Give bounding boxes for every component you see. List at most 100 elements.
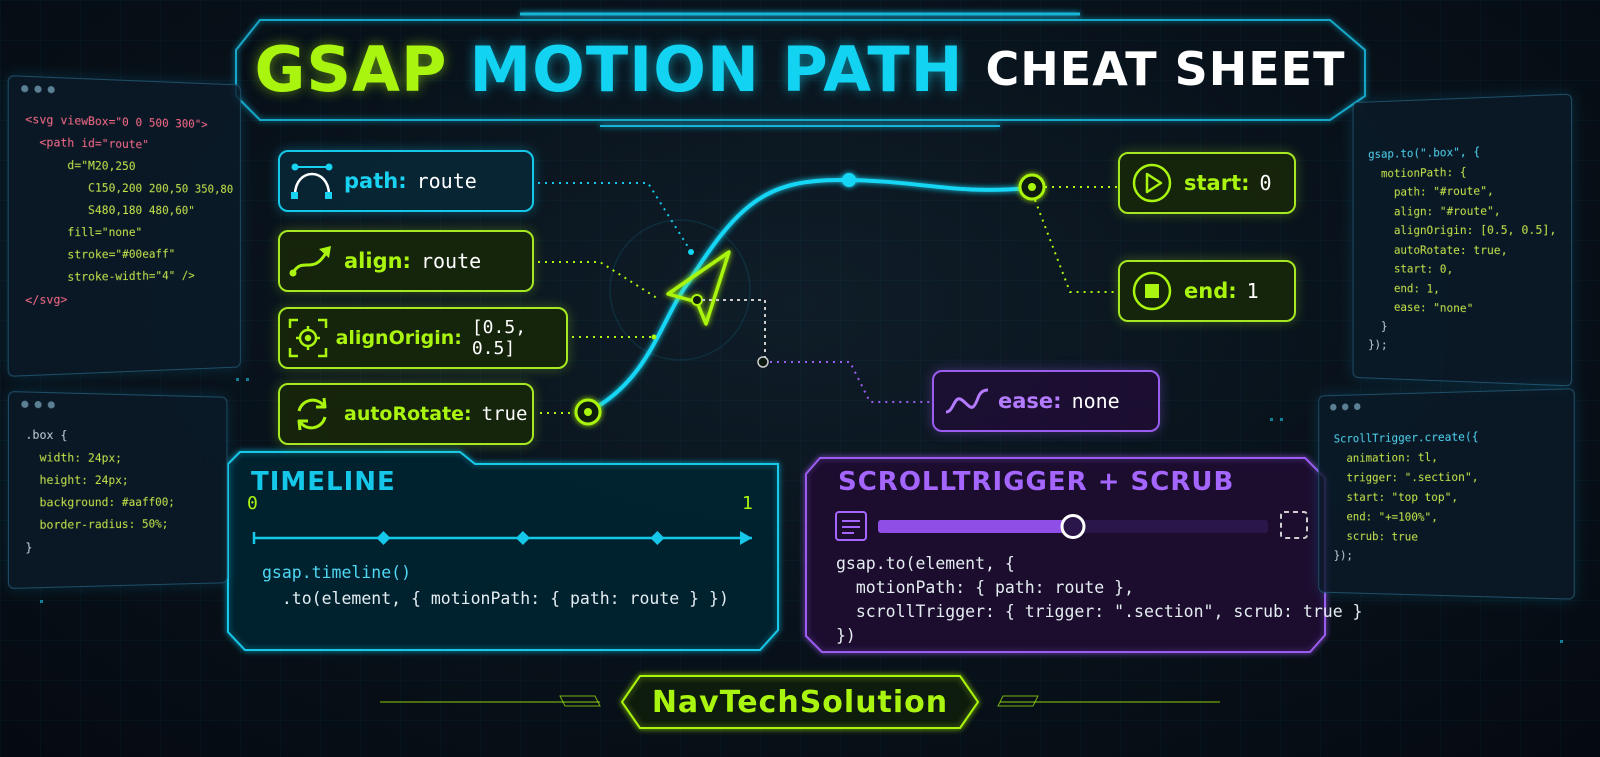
code-line: C150,200 200,50 350,80 xyxy=(25,179,234,196)
code-line: S480,180 480,60" xyxy=(25,202,195,218)
code-line: trigger: ".section", xyxy=(1333,469,1479,485)
document-icon xyxy=(835,511,867,541)
title-cheat-sheet: CHEAT SHEET xyxy=(985,42,1346,96)
window-controls xyxy=(21,84,55,94)
svg-code-block: <svg viewBox="0 0 500 300"> <path id="ro… xyxy=(25,108,233,312)
code-line: start: 0, xyxy=(1368,261,1454,276)
prop-path-value: route xyxy=(416,169,477,193)
code-line: align: "#route", xyxy=(1368,203,1501,219)
timeline-heading: TIMELINE xyxy=(251,467,396,497)
prop-align-key: align: xyxy=(344,249,411,273)
code-line: } xyxy=(25,540,33,555)
code-line: animation: tl, xyxy=(1333,450,1438,465)
gsap-code-window: gsap.to(".box", { motionPath: { path: "#… xyxy=(1352,93,1573,387)
code-line: path: "#route", xyxy=(1368,183,1494,200)
tl-code-1: gsap.timeline() xyxy=(262,563,412,582)
code-line: ScrollTrigger.create({ xyxy=(1333,429,1479,446)
prop-path-key: path: xyxy=(344,169,407,193)
scrolltrigger-code-window: ScrollTrigger.create({ animation: tl, tr… xyxy=(1318,388,1575,600)
dashed-target-box-icon xyxy=(1280,511,1308,539)
align-origin-dot xyxy=(651,334,657,340)
prop-autorotate-key: autoRotate: xyxy=(344,403,472,425)
code-line: }); xyxy=(1333,548,1353,563)
timeline-axis xyxy=(252,531,752,545)
code-line: }); xyxy=(1368,337,1388,352)
scrolltrigger-panel-frame xyxy=(805,457,1326,653)
st-code-line-1: gsap.to(element, { xyxy=(836,554,1015,573)
code-line: </svg> xyxy=(25,292,68,308)
path-anchor-dot xyxy=(688,249,694,255)
prop-alignorigin-box: alignOrigin: [0.5, 0.5] xyxy=(278,307,568,369)
title-motion-path: MOTION PATH xyxy=(469,32,964,106)
timeline-keyframe-marker xyxy=(650,531,665,545)
timeline-keyframe-marker xyxy=(376,531,391,545)
timeline-end-label: 1 xyxy=(742,493,753,514)
gsap-code-block: gsap.to(".box", { motionPath: { path: "#… xyxy=(1368,140,1556,360)
css-code-window: .box { width: 24px; height: 24px; backgr… xyxy=(7,390,228,590)
scrolltrigger-heading: SCROLLTRIGGER + SCRUB xyxy=(838,467,1235,497)
svg-code-window: <svg viewBox="0 0 500 300"> <path id="ro… xyxy=(7,75,241,377)
code-line: ease: "none" xyxy=(1368,299,1474,316)
prop-align-value: route xyxy=(420,249,482,273)
code-line: border-radius: 50%; xyxy=(25,516,169,533)
code-line: scrub: true xyxy=(1333,528,1418,544)
prop-ease-box: ease: none xyxy=(932,370,1160,432)
prop-end-key: end: xyxy=(1184,279,1237,303)
timeline-code-line-1: gsap.timeline() xyxy=(262,560,411,586)
footer-brand: NavTechSolution xyxy=(651,684,949,720)
prop-path-box: path: route xyxy=(278,150,534,212)
page-title: GSAP MOTION PATH CHEAT SHEET xyxy=(240,26,1360,112)
rotate-arrows-icon xyxy=(280,393,344,435)
footer-frame xyxy=(380,675,1220,729)
timeline-start-label: 0 xyxy=(247,493,258,514)
tl-code-2: .to(element, { motionPath: { path: route… xyxy=(262,589,729,608)
prop-start-box: start: 0 xyxy=(1118,152,1296,214)
prop-start-key: start: xyxy=(1184,171,1250,195)
scroll-knob[interactable] xyxy=(1060,514,1086,539)
prop-autorotate-box: autoRotate: true xyxy=(278,383,534,445)
prop-ease-value: none xyxy=(1071,389,1120,413)
code-line: alignOrigin: [0.5, 0.5], xyxy=(1368,222,1557,238)
motion-path xyxy=(587,177,1031,414)
scroll-progress-bar[interactable] xyxy=(878,514,1268,539)
scroll-fill xyxy=(878,520,1073,533)
window-controls xyxy=(21,400,55,409)
path-control-dot xyxy=(842,173,856,187)
path-start-node xyxy=(574,398,602,426)
decorative-dots xyxy=(40,378,1563,643)
path-end-node xyxy=(1018,173,1046,201)
play-icon xyxy=(1120,162,1184,204)
scrolltrigger-code-block: ScrollTrigger.create({ animation: tl, tr… xyxy=(1334,426,1479,567)
prop-end-value: 1 xyxy=(1246,279,1259,303)
timeline-code-line-2: .to(element, { motionPath: { path: route… xyxy=(262,586,729,612)
bezier-curve-icon xyxy=(280,161,344,201)
prop-ease-key: ease: xyxy=(998,389,1062,413)
prop-start-value: 0 xyxy=(1259,171,1272,195)
connectors xyxy=(538,182,1118,414)
crosshair-target-icon xyxy=(280,316,336,360)
window-controls xyxy=(1330,403,1361,411)
prop-end-box: end: 1 xyxy=(1118,260,1296,322)
code-line: stroke="#00eaff" xyxy=(25,246,176,262)
css-code-block: .box { width: 24px; height: 24px; backgr… xyxy=(25,423,174,558)
ease-anchor-dot xyxy=(757,356,769,368)
timeline-panel-frame xyxy=(227,451,779,651)
title-frame xyxy=(235,12,1366,127)
code-line: d="M20,250 xyxy=(25,157,136,174)
code-line: end: "+=100%", xyxy=(1333,509,1438,524)
timeline-keyframe-marker xyxy=(515,531,530,545)
st-code-line-2: motionPath: { path: route }, xyxy=(836,578,1135,597)
code-line: height: 24px; xyxy=(25,472,129,488)
timeline-arrowhead xyxy=(740,531,752,545)
prop-alignorigin-key: alignOrigin: xyxy=(335,327,462,349)
prop-autorotate-value: true xyxy=(481,403,528,425)
guide-circle xyxy=(609,219,751,361)
code-line: start: "top top", xyxy=(1333,489,1459,505)
prop-alignorigin-value: [0.5, 0.5] xyxy=(471,317,527,359)
code-line: autoRotate: true, xyxy=(1368,242,1508,257)
stop-icon xyxy=(1120,270,1184,312)
code-line: .box { xyxy=(25,427,68,443)
wave-curve-icon xyxy=(934,384,998,418)
code-line: width: 24px; xyxy=(25,449,122,466)
